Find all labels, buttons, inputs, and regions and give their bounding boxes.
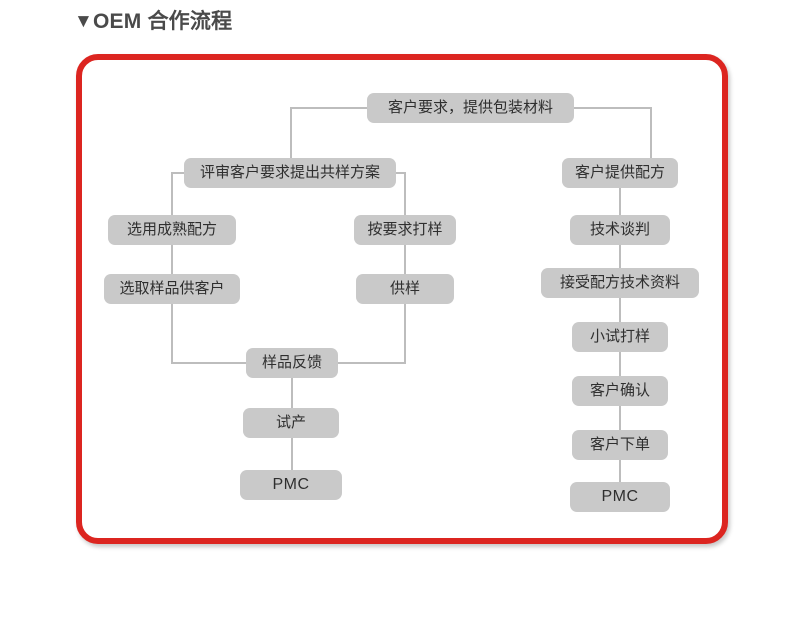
page-title-text: OEM 合作流程 bbox=[93, 10, 233, 33]
flow-node-n7[interactable]: 样品反馈 bbox=[246, 348, 338, 378]
flow-node-n1[interactable]: 客户要求，提供包装材料 bbox=[367, 93, 574, 123]
flow-node-n5[interactable]: 按要求打样 bbox=[354, 215, 456, 245]
flow-node-n4[interactable]: 选取样品供客户 bbox=[104, 274, 240, 304]
flow-node-n11[interactable]: 技术谈判 bbox=[570, 215, 670, 245]
flow-node-n10[interactable]: 客户提供配方 bbox=[562, 158, 678, 188]
flow-node-n9[interactable]: PMC bbox=[240, 470, 342, 500]
flow-node-n12[interactable]: 接受配方技术资料 bbox=[541, 268, 699, 298]
collapse-triangle-icon: ▼ bbox=[74, 11, 94, 32]
flow-node-n6[interactable]: 供样 bbox=[356, 274, 454, 304]
page-title: ▼OEM 合作流程 bbox=[74, 8, 232, 36]
flow-node-n14[interactable]: 客户确认 bbox=[572, 376, 668, 406]
flow-node-n3[interactable]: 选用成熟配方 bbox=[108, 215, 236, 245]
flow-node-n15[interactable]: 客户下单 bbox=[572, 430, 668, 460]
flow-node-n13[interactable]: 小试打样 bbox=[572, 322, 668, 352]
flow-node-n8[interactable]: 试产 bbox=[243, 408, 339, 438]
flow-node-n2[interactable]: 评审客户要求提出共样方案 bbox=[184, 158, 396, 188]
flow-node-n16[interactable]: PMC bbox=[570, 482, 670, 512]
